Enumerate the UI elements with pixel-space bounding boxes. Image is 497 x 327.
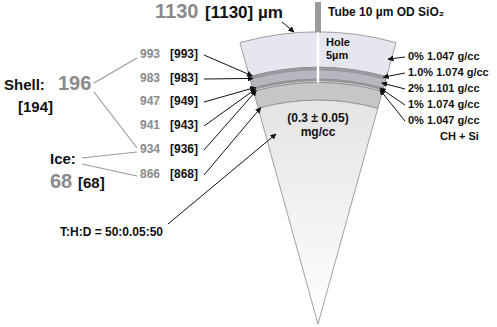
layer-density: 1.0% 1.074 g/cc: [408, 66, 489, 79]
radius-value: 993: [140, 48, 160, 62]
bracket-line: [94, 92, 137, 148]
radius-value: 866: [140, 168, 160, 182]
bracket-line: [82, 152, 137, 158]
leader-arrow: [388, 57, 405, 59]
radius-value: [943]: [170, 119, 198, 133]
leader-arrow: [380, 88, 405, 105]
dimension-value: [68]: [78, 174, 105, 191]
fill-tube: [315, 2, 321, 33]
radius-value: [949]: [170, 95, 198, 109]
leader-arrow: [383, 73, 405, 77]
leader-arrow: [382, 83, 405, 89]
radius-value: 934: [140, 143, 160, 157]
fill-hole: [317, 32, 320, 83]
radius-value: [983]: [170, 72, 198, 86]
dimension-value: [1130] µm: [205, 3, 283, 23]
dimension-value: 196: [58, 72, 91, 95]
leader-arrow: [204, 91, 256, 150]
part-label: Tube 10 µm OD SiO₂: [328, 6, 444, 20]
layer-density: 2% 1.101 g/cc: [408, 82, 480, 95]
leader-arrow: [168, 134, 276, 224]
part-label: Hole 5µm: [326, 36, 358, 61]
group-label: Shell:: [4, 76, 45, 93]
leader-arrow: [204, 78, 253, 80]
gas-core: [258, 100, 378, 324]
layer-density: 0% 1.047 g/cc: [408, 114, 480, 127]
radius-value: 947: [140, 95, 160, 109]
dimension-value: 1130: [155, 0, 198, 23]
radius-value: 941: [140, 119, 160, 133]
layer-density: 1% 1.074 g/cc: [408, 98, 480, 111]
leader-arrow: [204, 108, 261, 175]
radius-value: [993]: [170, 48, 198, 62]
composition-note: T:H:D = 50:0.05:50: [60, 226, 163, 240]
material-label: CH + Si: [440, 130, 479, 143]
group-label: Ice:: [50, 150, 76, 167]
dimension-value: 68: [50, 170, 72, 193]
radius-value: [868]: [170, 168, 198, 182]
density-note: (0.3 ± 0.05) mg/cc: [278, 112, 358, 140]
layer-density: 0% 1.047 g/cc: [408, 50, 480, 63]
leader-arrow: [204, 55, 252, 76]
radius-value: 983: [140, 72, 160, 86]
bracket-line: [94, 58, 137, 83]
radius-value: [936]: [170, 143, 198, 157]
dimension-value: [194]: [18, 98, 53, 115]
leader-arrow: [282, 22, 294, 32]
leader-arrow: [380, 90, 405, 121]
